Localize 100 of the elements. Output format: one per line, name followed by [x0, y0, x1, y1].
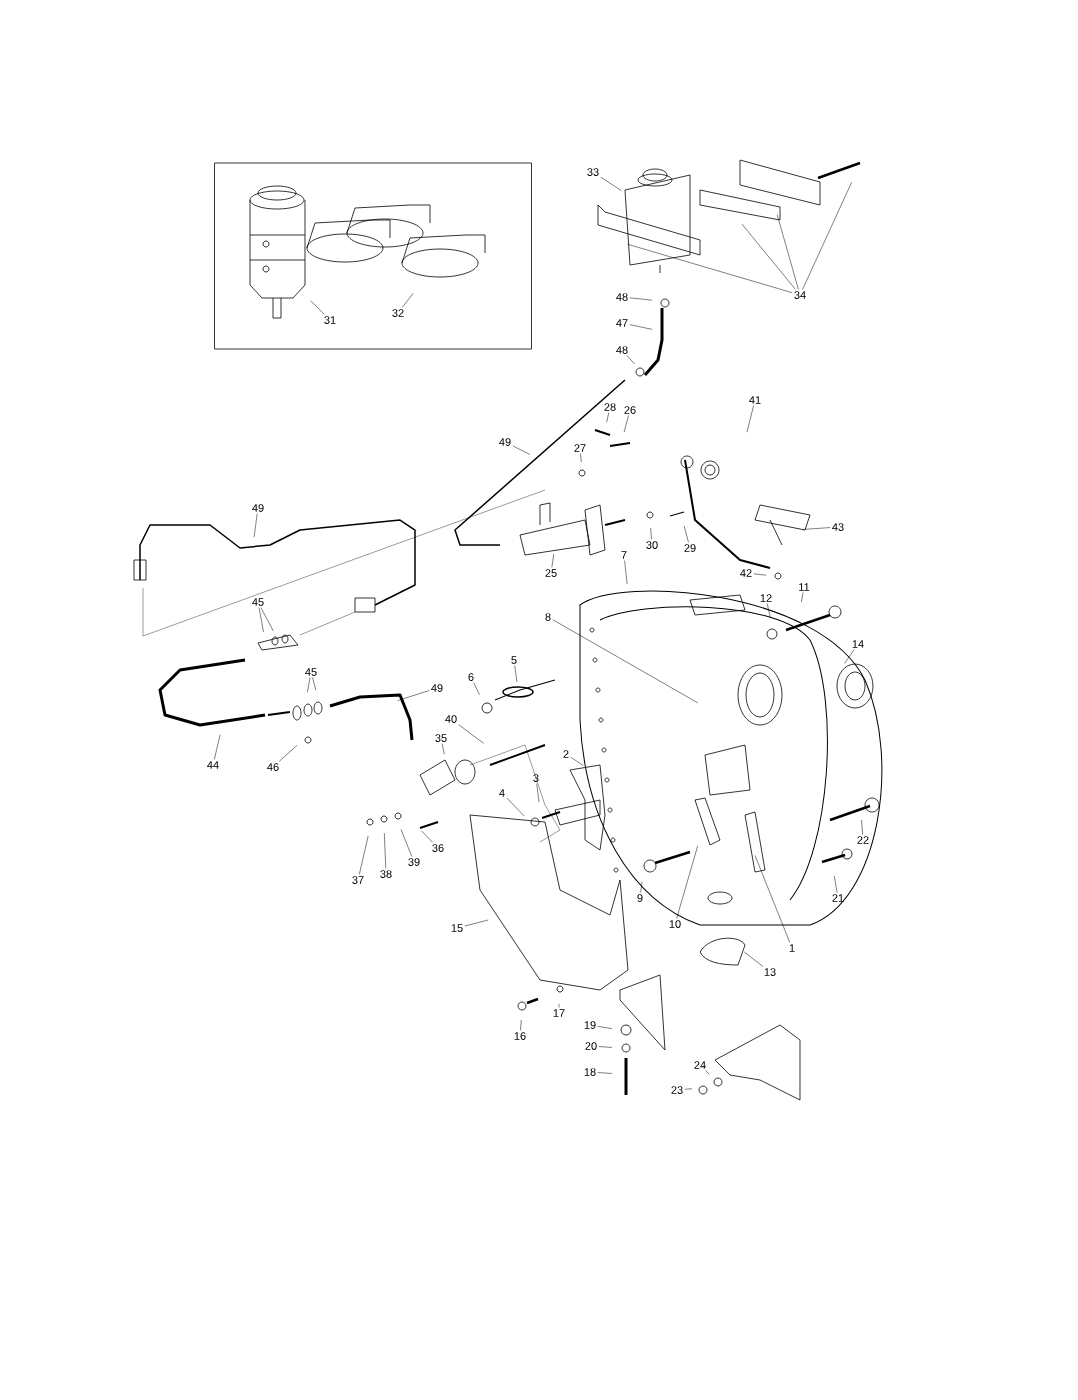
inset-frame	[214, 162, 532, 350]
leader-line	[598, 1046, 613, 1048]
leader-line	[473, 682, 480, 696]
leader-line	[402, 293, 414, 308]
callout-number: 47	[616, 319, 628, 327]
leader-line	[558, 1003, 560, 1008]
leader-line	[767, 603, 771, 618]
callout-number: 17	[553, 1009, 565, 1017]
callout-number: 43	[832, 523, 844, 531]
callout-number: 18	[584, 1068, 596, 1076]
callout-number: 27	[574, 444, 586, 452]
callout-number: 16	[514, 1032, 526, 1040]
leader-line	[310, 300, 325, 315]
callout-number: 32	[392, 309, 404, 317]
callout-number: 41	[749, 396, 761, 404]
leader-line	[746, 405, 754, 433]
leader-line	[278, 745, 298, 762]
leader-line	[741, 223, 796, 290]
callout-number: 31	[324, 316, 336, 324]
leader-line	[802, 182, 852, 290]
callout-number: 48	[616, 346, 628, 354]
callout-number: 26	[624, 406, 636, 414]
callout-number: 28	[604, 403, 616, 411]
leader-line	[552, 619, 699, 704]
callout-number: 38	[380, 870, 392, 878]
leader-line	[744, 951, 764, 967]
callout-number: 35	[435, 734, 447, 742]
leader-line	[801, 592, 804, 603]
leader-line	[597, 1072, 613, 1074]
leader-line	[580, 453, 582, 463]
leader-line	[624, 560, 628, 585]
leader-line	[359, 835, 369, 875]
leader-line	[441, 743, 445, 755]
callout-number: 45	[252, 598, 264, 606]
leader-line	[214, 734, 221, 760]
leader-line	[307, 677, 311, 693]
callout-number: 3	[533, 774, 539, 782]
leader-line	[600, 176, 622, 191]
leader-line	[753, 573, 767, 576]
leader-line	[606, 412, 610, 423]
callout-number: 2	[563, 750, 569, 758]
leader-line	[629, 297, 653, 301]
leader-line	[650, 527, 652, 540]
leader-line	[834, 875, 838, 893]
leader-line	[629, 324, 653, 330]
callout-number: 9	[637, 894, 643, 902]
leader-line	[253, 513, 258, 538]
callout-number: 42	[740, 569, 752, 577]
callout-number: 45	[305, 668, 317, 676]
callout-number: 25	[545, 569, 557, 577]
callout-number: 40	[445, 715, 457, 723]
callout-number: 34	[794, 291, 806, 299]
leader-line	[570, 756, 584, 766]
callout-number: 10	[669, 920, 681, 928]
callout-number: 20	[585, 1042, 597, 1050]
callout-number: 49	[252, 504, 264, 512]
callout-number: 33	[587, 168, 599, 176]
callout-number: 14	[852, 640, 864, 648]
callout-number: 48	[616, 293, 628, 301]
callout-number: 13	[764, 968, 776, 976]
callout-number: 29	[684, 544, 696, 552]
leader-line	[384, 832, 386, 869]
callout-number: 24	[694, 1061, 706, 1069]
leader-line	[683, 525, 689, 543]
callout-number: 49	[431, 684, 443, 692]
callout-number: 37	[352, 876, 364, 884]
callout-number: 22	[857, 836, 869, 844]
callout-number: 44	[207, 761, 219, 769]
leader-line	[506, 797, 525, 817]
leader-line	[684, 1088, 693, 1090]
leader-line	[458, 724, 484, 744]
leader-line	[312, 677, 317, 691]
callout-number: 6	[468, 673, 474, 681]
callout-number: 12	[760, 594, 772, 602]
leader-line	[536, 783, 540, 803]
leader-line	[464, 919, 489, 927]
callout-number: 21	[832, 894, 844, 902]
leader-line	[844, 649, 855, 664]
callout-number: 49	[499, 438, 511, 446]
leader-line	[258, 607, 264, 633]
leader-line	[421, 830, 433, 843]
leader-line	[676, 845, 698, 919]
leader-line	[640, 881, 643, 893]
leader-line	[400, 829, 412, 857]
leader-line	[512, 445, 531, 455]
callout-number: 39	[408, 858, 420, 866]
leader-line	[520, 1019, 522, 1031]
callout-number: 4	[499, 789, 505, 797]
leader-line	[551, 553, 555, 568]
callout-number: 46	[267, 763, 279, 771]
leader-line	[627, 244, 793, 293]
leader-line	[705, 1070, 710, 1075]
leader-line	[623, 415, 629, 433]
callout-number: 23	[671, 1086, 683, 1094]
callout-number: 5	[511, 656, 517, 664]
callout-number: 30	[646, 541, 658, 549]
callout-number: 15	[451, 924, 463, 932]
callout-number: 8	[545, 613, 551, 621]
callout-number: 11	[799, 583, 810, 591]
callout-number: 36	[432, 844, 444, 852]
